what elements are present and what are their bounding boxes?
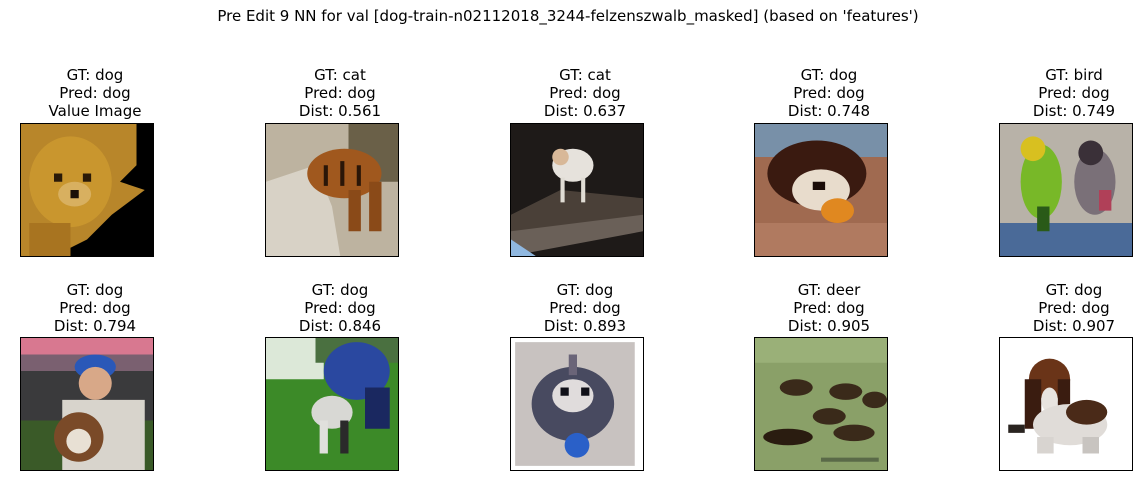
- tile-caption: GT: cat Pred: dog Dist: 0.637: [490, 66, 680, 120]
- gt-label: GT: dog: [556, 281, 614, 299]
- pred-label: Pred: dog: [304, 299, 376, 317]
- dist-label: Dist: 0.907: [1032, 317, 1116, 335]
- gt-label: GT: dog: [800, 66, 858, 84]
- tile-caption: GT: dog Pred: dog Dist: 0.846: [245, 281, 435, 335]
- pred-label: Pred: dog: [304, 84, 376, 102]
- thumbnail-saint-bernard-with-toy: [754, 123, 888, 257]
- gt-label: GT: cat: [559, 66, 611, 84]
- thumbnail-man-holding-puppy: [20, 337, 154, 471]
- gt-label: GT: dog: [1045, 281, 1103, 299]
- tile-caption: GT: dog Pred: dog Dist: 0.893: [490, 281, 680, 335]
- gt-label: GT: deer: [797, 281, 861, 299]
- tile-caption: GT: cat Pred: dog Dist: 0.561: [245, 66, 435, 120]
- thumbnail-tiger-on-rock: [265, 123, 399, 257]
- figure-title: Pre Edit 9 NN for val [dog-train-n021120…: [217, 7, 919, 25]
- gt-label: GT: cat: [314, 66, 366, 84]
- gt-label: GT: dog: [311, 281, 369, 299]
- dist-label: Dist: 0.749: [1032, 102, 1116, 120]
- dist-label: Dist: 0.846: [298, 317, 382, 335]
- gt-label: GT: dog: [66, 66, 124, 84]
- thumbnail-dog-on-grass-with-person: [265, 337, 399, 471]
- thumbnail-deer-resting-in-field: [754, 337, 888, 471]
- tile-caption: GT: dog Pred: dog Dist: 0.907: [979, 281, 1136, 335]
- pred-label: Pred: dog: [1038, 84, 1110, 102]
- dist-label: Value Image: [48, 102, 142, 120]
- tile-caption: GT: dog Pred: dog Value Image: [0, 66, 190, 120]
- pred-label: Pred: dog: [549, 84, 621, 102]
- pred-label: Pred: dog: [1038, 299, 1110, 317]
- tile-caption: GT: deer Pred: dog Dist: 0.905: [734, 281, 924, 335]
- pred-label: Pred: dog: [793, 84, 865, 102]
- dist-label: Dist: 0.893: [543, 317, 627, 335]
- gt-label: GT: dog: [66, 281, 124, 299]
- dist-label: Dist: 0.905: [787, 317, 871, 335]
- pred-label: Pred: dog: [59, 84, 131, 102]
- tile-caption: GT: dog Pred: dog Dist: 0.748: [734, 66, 924, 120]
- dist-label: Dist: 0.748: [787, 102, 871, 120]
- thumbnail-pomeranian-dog-masked: [20, 123, 154, 257]
- pred-label: Pred: dog: [549, 299, 621, 317]
- dist-label: Dist: 0.794: [53, 317, 137, 335]
- gt-label: GT: bird: [1045, 66, 1103, 84]
- pred-label: Pred: dog: [793, 299, 865, 317]
- dist-label: Dist: 0.561: [298, 102, 382, 120]
- thumbnail-fluffy-dog-with-ball: [510, 337, 644, 471]
- dist-label: Dist: 0.637: [543, 102, 627, 120]
- pred-label: Pred: dog: [59, 299, 131, 317]
- tile-caption: GT: bird Pred: dog Dist: 0.749: [979, 66, 1136, 120]
- thumbnail-basset-hound-white-bg: [999, 337, 1133, 471]
- thumbnail-white-cat-dark-room: [510, 123, 644, 257]
- tile-caption: GT: dog Pred: dog Dist: 0.794: [0, 281, 190, 335]
- thumbnail-parrots-on-perch: [999, 123, 1133, 257]
